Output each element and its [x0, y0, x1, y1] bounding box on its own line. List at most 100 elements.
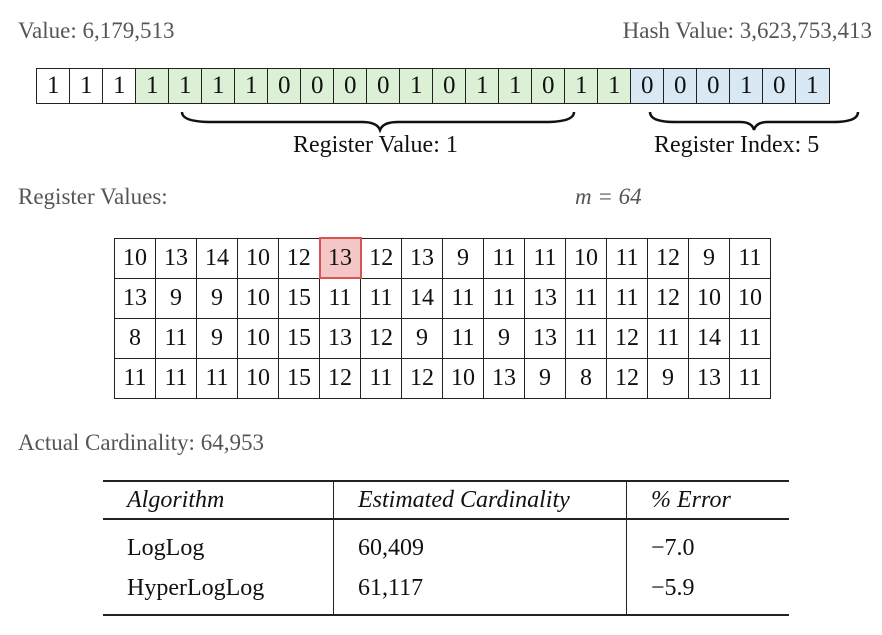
bit-cell-value: 1: [135, 68, 170, 104]
register-cell: 14: [196, 237, 238, 279]
register-cell: 11: [606, 277, 648, 319]
register-cell: 12: [647, 277, 689, 319]
register-cell: 11: [729, 317, 771, 359]
register-cell: 11: [155, 357, 197, 399]
bit-cell-value: 1: [498, 68, 533, 104]
bit-cell-value: 1: [465, 68, 500, 104]
register-cell: 11: [606, 237, 648, 279]
register-values-label: Register Values:: [18, 184, 168, 209]
register-cell: 9: [401, 317, 443, 359]
bit-cell-value: 1: [597, 68, 632, 104]
register-cell: 9: [688, 237, 730, 279]
register-cell: 13: [155, 237, 197, 279]
error-cell: −5.9: [626, 568, 789, 616]
register-cell: 11: [155, 317, 197, 359]
bit-cell-none: 1: [102, 68, 137, 104]
register-cell: 8: [565, 357, 607, 399]
header-estimated: Estimated Cardinality: [333, 480, 627, 520]
register-cell: 9: [442, 237, 484, 279]
bit-cell-value: 1: [399, 68, 434, 104]
hash-value-label: Hash Value:: [622, 18, 734, 43]
actual-cardinality-value: 64,953: [200, 430, 264, 455]
register-cell: 11: [729, 237, 771, 279]
register-cell: 12: [606, 357, 648, 399]
bit-cell-index: 1: [729, 68, 764, 104]
estimate-cell: 60,409: [333, 519, 627, 568]
register-cell: 11: [524, 237, 566, 279]
register-cell: 15: [278, 317, 320, 359]
algorithm-cell: LogLog: [127, 534, 205, 561]
register-cell: 11: [565, 277, 607, 319]
register-cell: 15: [278, 277, 320, 319]
bit-cell-index: 0: [663, 68, 698, 104]
bit-cell-index: 0: [762, 68, 797, 104]
register-cell: 13: [688, 357, 730, 399]
register-cell: 11: [319, 277, 361, 319]
register-index-label: Register Index: 5: [654, 132, 820, 158]
bit-cell-value: 1: [564, 68, 599, 104]
register-cell: 11: [442, 277, 484, 319]
register-cell: 14: [401, 277, 443, 319]
register-cell: 10: [565, 237, 607, 279]
input-value-label: Value:: [18, 18, 77, 43]
register-cell: 13: [318, 237, 362, 279]
register-cell: 12: [360, 317, 402, 359]
register-cell: 11: [114, 357, 156, 399]
register-cell: 9: [524, 357, 566, 399]
brace-graphics: [180, 111, 860, 134]
register-cell: 9: [196, 317, 238, 359]
bit-cell-value: 0: [366, 68, 401, 104]
register-cell: 11: [360, 357, 402, 399]
register-cell: 8: [114, 317, 156, 359]
register-cell: 13: [524, 317, 566, 359]
register-cell: 13: [319, 317, 361, 359]
register-cell: 9: [647, 357, 689, 399]
register-cell: 10: [688, 277, 730, 319]
bit-cell-index: 0: [696, 68, 731, 104]
hash-value: 3,623,753,413: [739, 18, 872, 43]
register-cell: 12: [606, 317, 648, 359]
register-cell: 13: [524, 277, 566, 319]
error-cell: −7.0: [626, 519, 789, 568]
register-cell: 9: [155, 277, 197, 319]
register-cell: 13: [401, 237, 443, 279]
register-index-brace: [648, 111, 860, 131]
register-cell: 11: [647, 317, 689, 359]
header-error: % Error: [626, 480, 789, 520]
register-cell: 9: [483, 317, 525, 359]
register-cell: 11: [360, 277, 402, 319]
register-cell: 10: [729, 277, 771, 319]
table-row: HyperLogLog 61,117 −5.9: [103, 568, 789, 616]
bit-cell-value: 1: [234, 68, 269, 104]
actual-cardinality-label: Actual Cardinality:: [18, 430, 195, 455]
register-cell: 12: [647, 237, 689, 279]
register-cell: 13: [114, 277, 156, 319]
register-cell: 11: [196, 357, 238, 399]
actual-cardinality-line: Actual Cardinality: 64,953: [18, 431, 264, 454]
register-cell: 12: [319, 357, 361, 399]
register-cell: 9: [196, 277, 238, 319]
register-cell: 11: [442, 317, 484, 359]
register-cell: 10: [237, 237, 279, 279]
results-header-row: Algorithm Estimated Cardinality % Error: [103, 480, 789, 520]
register-cell: 10: [442, 357, 484, 399]
register-value-label: Register Value: 1: [293, 132, 458, 158]
register-cell: 15: [278, 357, 320, 399]
table-row: LogLog 60,409 −7.0: [103, 519, 789, 568]
register-cell: 10: [237, 277, 279, 319]
register-value-brace: [180, 111, 576, 134]
hash-value-line: Hash Value: 3,623,753,413: [623, 19, 872, 42]
register-cell: 12: [278, 237, 320, 279]
register-cell: 13: [483, 357, 525, 399]
bit-cell-value: 1: [168, 68, 203, 104]
bit-cell-none: 1: [36, 68, 71, 104]
results-table: Algorithm Estimated Cardinality % Error …: [103, 480, 789, 616]
register-cell: 11: [729, 357, 771, 399]
m-label: m = 64: [575, 184, 642, 209]
